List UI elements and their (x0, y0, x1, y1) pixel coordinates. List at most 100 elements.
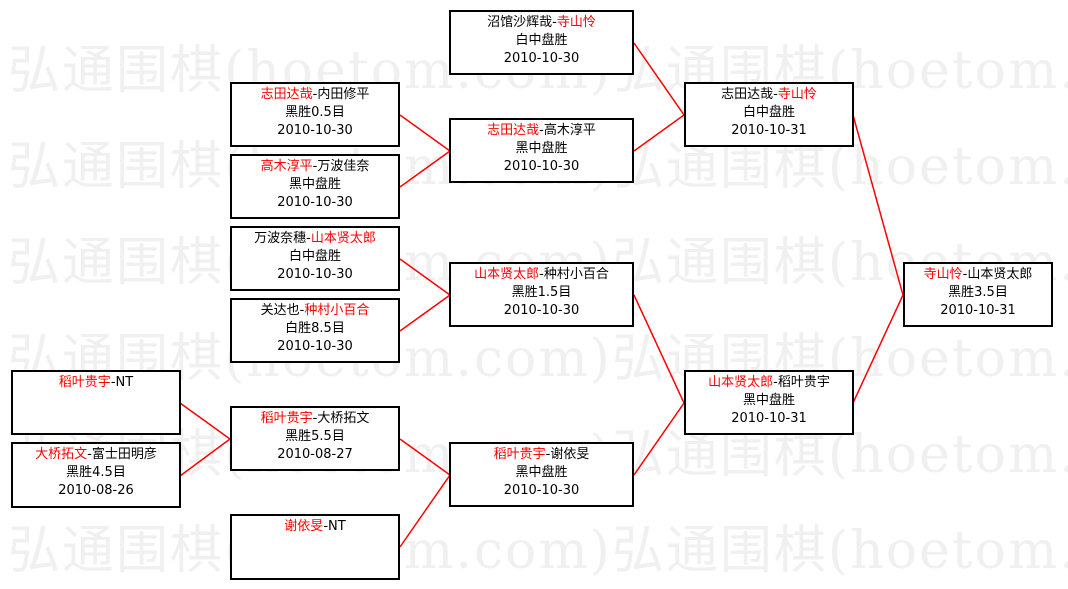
loser-name: 大桥拓文 (317, 411, 370, 426)
match-players: 谢依旻-NT (232, 518, 398, 536)
loser-name: 内田修平 (317, 87, 370, 102)
separator: - (110, 375, 116, 390)
match-box: 稻叶贵宇-NT (11, 370, 181, 435)
connector-line (399, 114, 452, 188)
match-date: 2010-08-27 (277, 447, 353, 462)
winner-name: 谢依旻 (284, 519, 324, 534)
loser-name: 稻叶贵宇 (777, 375, 830, 390)
match-players: 大桥拓文-富士田明彦 (13, 446, 179, 464)
loser-name: 沼馆沙辉哉 (487, 15, 553, 30)
match-date: 2010-10-31 (940, 303, 1016, 318)
match-result: 白胜8.5目 (285, 321, 345, 336)
match-players: 稻叶贵宇-大桥拓文 (232, 410, 398, 428)
connector-line (852, 114, 904, 404)
match-result: 黑中盘胜 (742, 393, 795, 408)
separator: - (773, 87, 778, 102)
match-date: 2010-10-30 (277, 267, 353, 282)
match-box: 高木淳平-万波佳奈黑中盘胜 2010-10-30 (230, 154, 400, 219)
match-date: 2010-10-30 (503, 51, 580, 66)
loser-name: NT (115, 375, 134, 390)
winner-name: 寺山怜 (556, 15, 596, 30)
match-result: 白中盘胜 (288, 249, 341, 264)
separator: - (312, 87, 318, 102)
separator: - (312, 411, 318, 426)
match-date: 2010-10-30 (277, 339, 353, 354)
match-result: 黑中盘胜 (288, 177, 341, 192)
match-date: 2010-08-26 (58, 483, 134, 498)
loser-name: 高木淳平 (543, 123, 596, 138)
match-players: 志田达哉-寺山怜 (686, 86, 852, 104)
winner-name: 志田达哉 (487, 123, 540, 138)
connector-line (633, 42, 686, 152)
match-date: 2010-10-30 (503, 483, 580, 498)
match-players: 万波奈穗-山本贤太郎 (232, 230, 398, 248)
winner-name: 高木淳平 (260, 159, 313, 174)
match-date: 2010-10-31 (731, 411, 807, 426)
match-result: 黑胜1.5目 (511, 285, 572, 300)
match-players: 山本贤太郎-稻叶贵宇 (686, 374, 852, 392)
winner-name: 种村小百合 (304, 303, 370, 318)
match-players: 稻叶贵宇-NT (13, 374, 179, 392)
loser-name: NT (328, 519, 346, 534)
connector-line (399, 438, 452, 548)
separator: - (299, 303, 305, 318)
match-result: 黑胜5.5目 (285, 429, 345, 444)
match-players: 志田达哉-高木淳平 (451, 122, 632, 140)
match-result: 黑胜0.5目 (285, 105, 345, 120)
winner-name: 寺山怜 (777, 87, 817, 102)
winner-name: 稻叶贵宇 (58, 375, 111, 390)
match-players: 稻叶贵宇-谢依旻 (451, 446, 632, 464)
loser-name: 富士田明彦 (91, 447, 157, 462)
winner-name: 山本贤太郎 (474, 267, 540, 282)
winner-name: 稻叶贵宇 (493, 447, 546, 462)
connector-line (633, 294, 685, 476)
loser-name: 万波佳奈 (317, 159, 370, 174)
loser-name: 山本贤太郎 (967, 267, 1033, 282)
match-result: 黑胜4.5目 (66, 465, 126, 480)
connector-line (179, 402, 232, 477)
match-date: 2010-10-30 (277, 123, 353, 138)
separator: - (312, 159, 318, 174)
match-date: 2010-10-30 (277, 195, 353, 210)
winner-name: 志田达哉 (260, 87, 313, 102)
match-result: 黑中盘胜 (515, 141, 568, 156)
match-players: 沼馆沙辉哉-寺山怜 (451, 14, 632, 32)
match-box: 谢依旻-NT (230, 514, 400, 580)
winner-name: 稻叶贵宇 (260, 411, 313, 426)
separator: - (539, 123, 544, 138)
connector-line (399, 258, 452, 332)
match-date: 2010-10-30 (503, 303, 580, 318)
match-date: 2010-10-30 (503, 159, 580, 174)
separator: - (545, 447, 551, 462)
winner-name: 山本贤太郎 (708, 375, 774, 390)
match-players: 志田达哉-内田修平 (232, 86, 398, 104)
match-players: 山本贤太郎-种村小百合 (451, 266, 632, 284)
separator: - (962, 267, 968, 282)
match-players: 关达也-种村小百合 (232, 302, 398, 320)
winner-name: 寺山怜 (923, 267, 963, 282)
loser-name: 谢依旻 (550, 447, 590, 462)
match-date: 2010-10-31 (731, 123, 807, 138)
winner-name: 大桥拓文 (35, 447, 88, 462)
separator: - (306, 231, 311, 246)
match-result: 黑胜3.5目 (948, 285, 1008, 300)
loser-name: 志田达哉 (721, 87, 774, 102)
separator: - (539, 267, 544, 282)
loser-name: 关达也 (260, 303, 300, 318)
loser-name: 种村小百合 (543, 267, 609, 282)
separator: - (773, 375, 778, 390)
loser-name: 万波奈穗 (254, 231, 307, 246)
winner-name: 山本贤太郎 (310, 231, 376, 246)
match-box: 大桥拓文-富士田明彦黑胜4.5目 2010-08-26 (11, 442, 181, 508)
separator: - (552, 15, 557, 30)
match-players: 寺山怜-山本贤太郎 (905, 266, 1051, 284)
